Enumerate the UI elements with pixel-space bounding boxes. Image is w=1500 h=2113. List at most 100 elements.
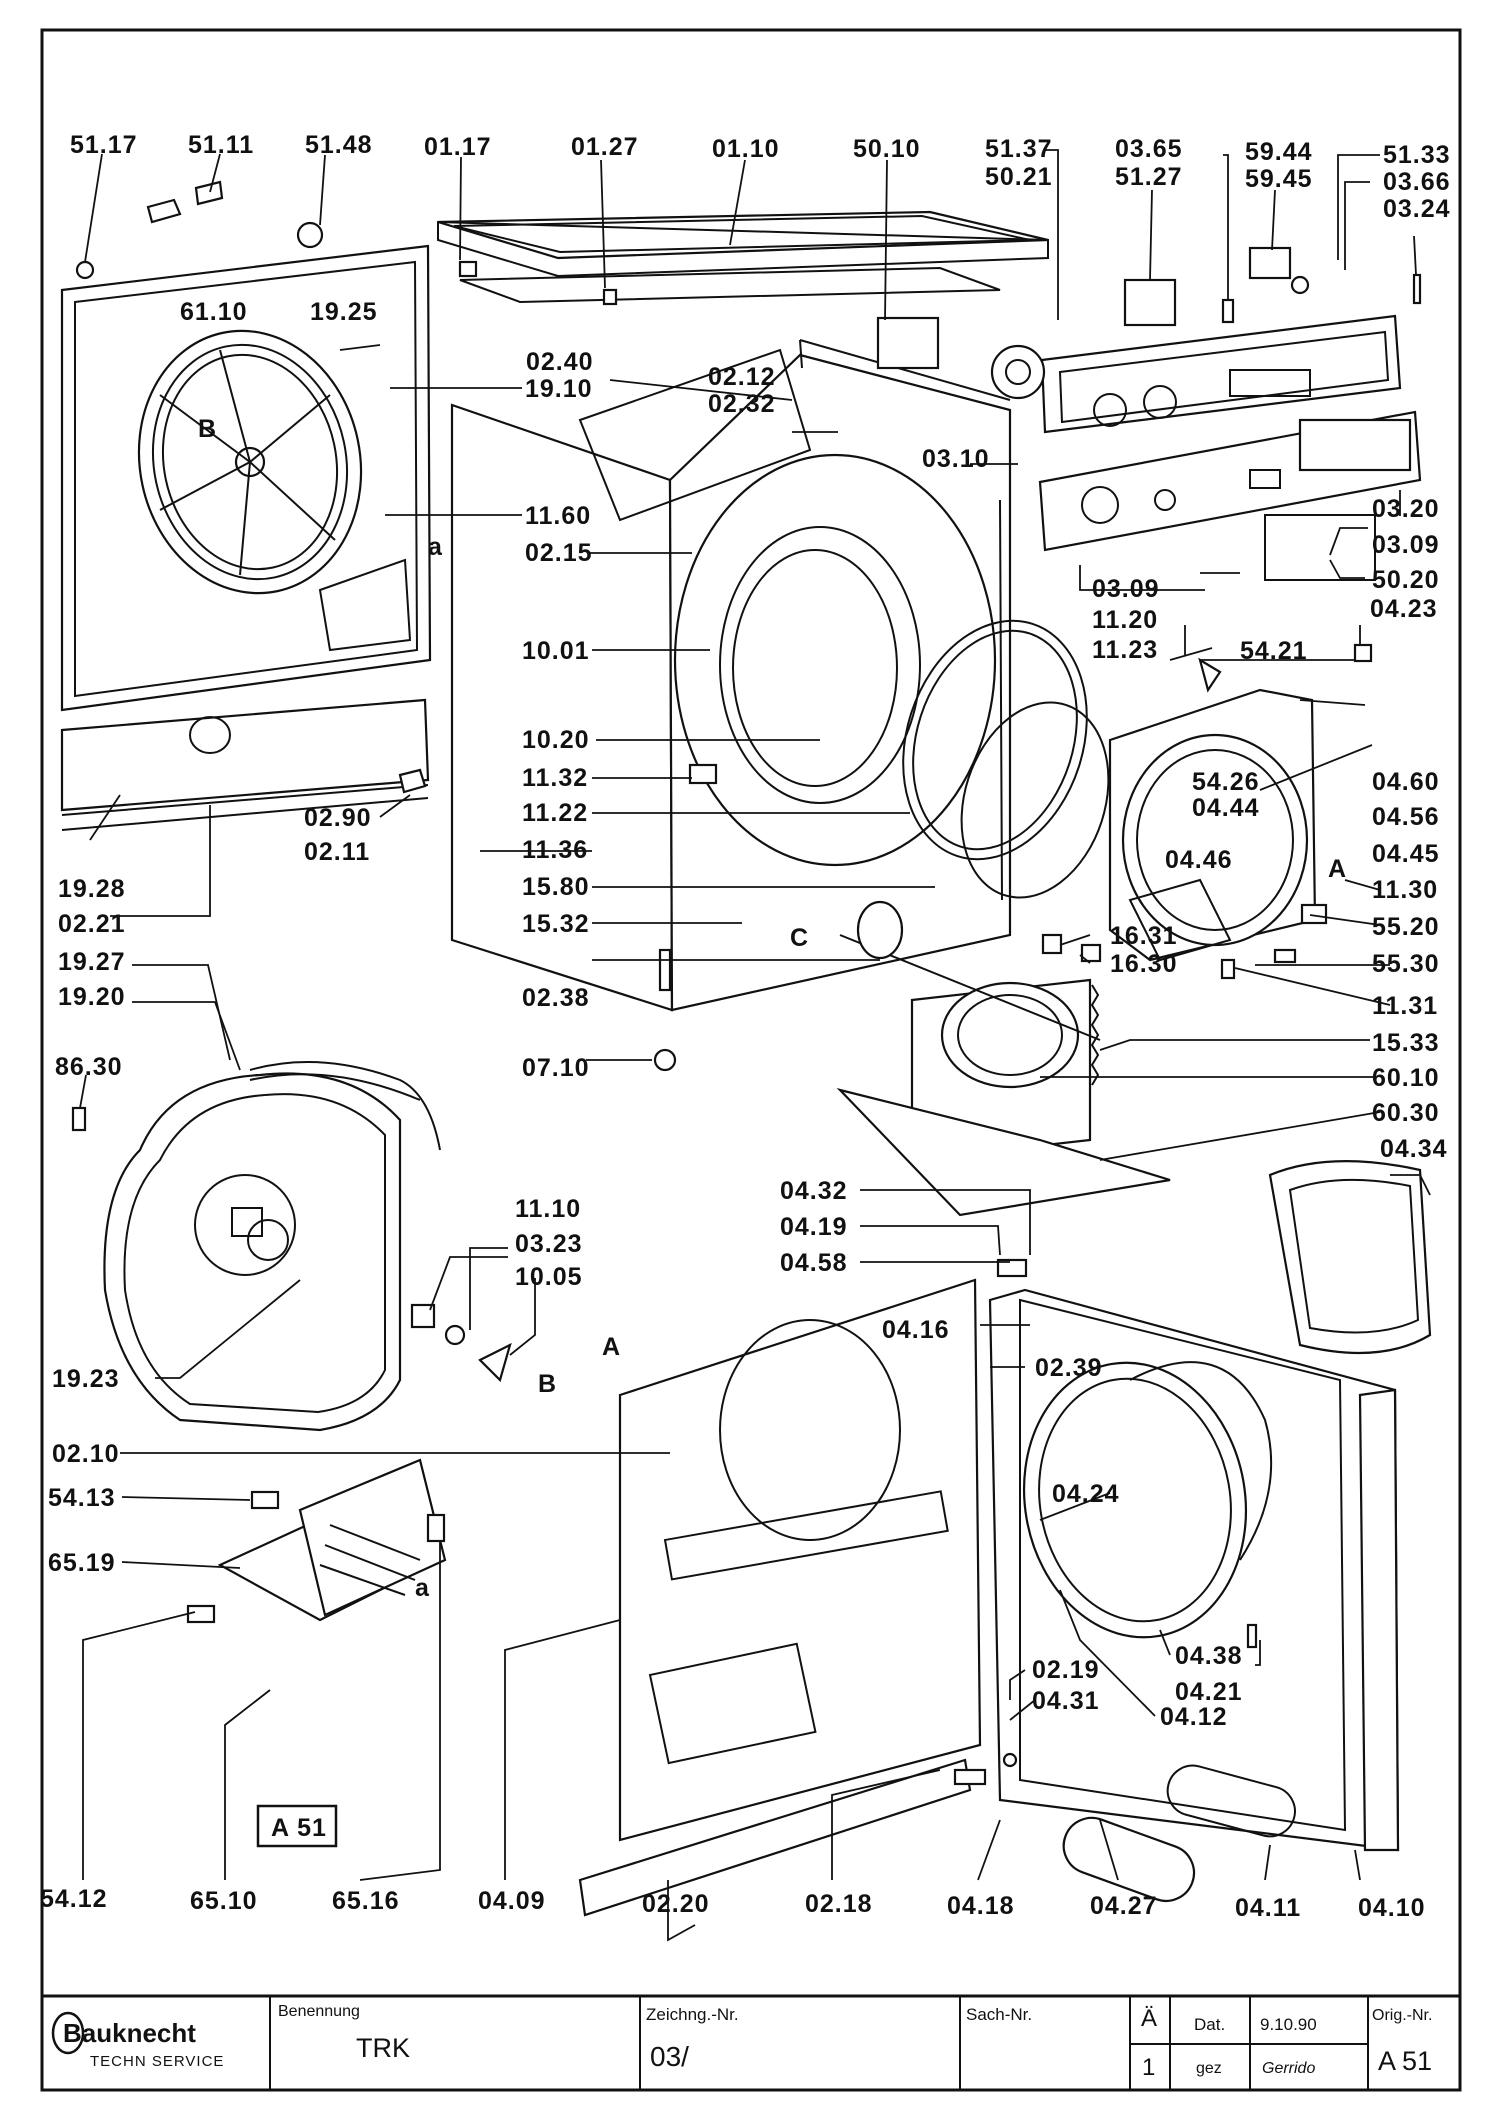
- front-panel-drawing: [578, 1278, 982, 1917]
- label-60-30: 60.30: [1372, 1099, 1440, 1127]
- sach-label: Sach-Nr.: [966, 2005, 1032, 2024]
- label-02-21: 02.21: [58, 910, 126, 938]
- ref-letter-a-panel: A: [602, 1333, 621, 1361]
- label-55-20: 55.20: [1372, 913, 1440, 941]
- brand-sub: TECHN SERVICE: [90, 2053, 224, 2070]
- label-51-48: 51.48: [305, 131, 373, 159]
- label-11-60: 11.60: [525, 502, 591, 530]
- benennung-value: TRK: [356, 2033, 410, 2063]
- label-11-23: 11.23: [1092, 636, 1158, 664]
- label-54-13: 54.13: [48, 1484, 116, 1512]
- brand-logo: Bauknecht TECHN SERVICE: [51, 2011, 224, 2070]
- label-11-10: 11.10: [515, 1195, 581, 1223]
- label-51-17: 51.17: [70, 131, 138, 159]
- sheet-code: A 51: [271, 1814, 327, 1842]
- small-parts-drawing: [71, 180, 1422, 1786]
- label-04-21: 04.21: [1175, 1678, 1243, 1706]
- label-11-22: 11.22: [522, 799, 588, 827]
- label-03-09-right: 03.09: [1372, 531, 1440, 559]
- label-11-36: 11.36: [522, 836, 588, 864]
- label-04-44: 04.44: [1192, 794, 1260, 822]
- label-04-56: 04.56: [1372, 803, 1440, 831]
- label-04-23: 04.23: [1370, 595, 1438, 623]
- a-value: 1: [1142, 2054, 1155, 2081]
- top-cover-drawing: [437, 210, 1049, 304]
- label-19-28: 19.28: [58, 875, 126, 903]
- label-86-30: 86.30: [55, 1053, 123, 1081]
- part-labels: 51.17 51.11 51.48 01.17 01.27 01.10 50.1…: [40, 131, 1451, 1922]
- label-02-10: 02.10: [52, 1440, 120, 1468]
- ref-letter-b-lower: B: [538, 1370, 557, 1398]
- label-16-30: 16.30: [1110, 950, 1178, 978]
- label-11-31: 11.31: [1372, 992, 1438, 1020]
- label-51-37: 51.37: [985, 135, 1053, 163]
- label-04-12: 04.12: [1160, 1703, 1228, 1731]
- label-03-09-mid: 03.09: [1092, 575, 1160, 603]
- title-block: Bauknecht TECHN SERVICE Benennung TRK Ze…: [40, 1994, 1462, 2092]
- label-01-17: 01.17: [424, 133, 492, 161]
- label-54-12: 54.12: [40, 1885, 108, 1913]
- label-10-20: 10.20: [522, 726, 590, 754]
- label-11-30: 11.30: [1372, 876, 1438, 904]
- label-02-15: 02.15: [525, 539, 593, 567]
- label-04-11: 04.11: [1235, 1894, 1301, 1922]
- label-61-10: 61.10: [180, 298, 248, 326]
- label-19-20: 19.20: [58, 983, 126, 1011]
- label-65-10: 65.10: [190, 1887, 258, 1915]
- label-15-32: 15.32: [522, 910, 590, 938]
- orig-label: Orig.-Nr.: [1372, 2007, 1432, 2024]
- label-19-25: 19.25: [310, 298, 378, 326]
- label-03-66: 03.66: [1383, 168, 1451, 196]
- label-51-33: 51.33: [1383, 141, 1451, 169]
- label-03-20: 03.20: [1372, 495, 1440, 523]
- label-10-01: 10.01: [522, 637, 590, 665]
- a-label: Ä: [1141, 2005, 1157, 2032]
- label-02-38: 02.38: [522, 984, 590, 1012]
- label-04-16: 04.16: [882, 1316, 950, 1344]
- label-50-10: 50.10: [853, 135, 921, 163]
- label-04-34: 04.34: [1380, 1135, 1448, 1163]
- label-11-32: 11.32: [522, 764, 588, 792]
- label-19-27: 19.27: [58, 948, 126, 976]
- label-04-31: 04.31: [1032, 1687, 1100, 1715]
- label-19-10: 19.10: [525, 375, 593, 403]
- gez-signature: Gerrido: [1262, 2060, 1315, 2077]
- label-04-58: 04.58: [780, 1249, 848, 1277]
- label-60-10: 60.10: [1372, 1064, 1440, 1092]
- label-03-23: 03.23: [515, 1230, 583, 1258]
- label-04-24: 04.24: [1052, 1480, 1120, 1508]
- zeichng-value: 03/: [650, 2041, 689, 2072]
- label-01-10: 01.10: [712, 135, 780, 163]
- label-65-16: 65.16: [332, 1887, 400, 1915]
- motor-drawing: [836, 900, 1171, 1217]
- label-02-32: 02.32: [708, 390, 776, 418]
- label-02-20: 02.20: [642, 1890, 710, 1918]
- front-frame-drawing: [988, 1288, 1400, 1903]
- label-04-32: 04.32: [780, 1177, 848, 1205]
- ref-letter-c: C: [790, 924, 809, 952]
- label-04-27: 04.27: [1090, 1892, 1158, 1920]
- label-04-38: 04.38: [1175, 1642, 1243, 1670]
- rear-panel-drawing: [60, 244, 432, 831]
- ref-letter-a-small: a: [428, 533, 443, 561]
- label-55-30: 55.30: [1372, 950, 1440, 978]
- label-11-20: 11.20: [1092, 606, 1158, 634]
- ref-letter-b: B: [198, 415, 217, 443]
- reference-letters: B a A C B A a: [198, 415, 1346, 1602]
- label-07-10: 07.10: [522, 1054, 590, 1082]
- label-50-20: 50.20: [1372, 566, 1440, 594]
- label-50-21: 50.21: [985, 163, 1053, 191]
- label-51-11: 51.11: [188, 131, 254, 159]
- label-04-45: 04.45: [1372, 840, 1440, 868]
- label-10-05: 10.05: [515, 1263, 583, 1291]
- brand-name: Bauknecht: [63, 2018, 196, 2048]
- label-16-31: 16.31: [1110, 922, 1178, 950]
- label-59-45: 59.45: [1245, 165, 1313, 193]
- side-panel-drum-drawing: [450, 339, 1012, 1012]
- label-02-90: 02.90: [304, 804, 372, 832]
- label-04-46: 04.46: [1165, 846, 1233, 874]
- heater-drawing: [217, 1458, 447, 1622]
- rear-drum-drawing: [1108, 688, 1317, 962]
- label-04-09: 04.09: [478, 1887, 546, 1915]
- label-01-27: 01.27: [571, 133, 639, 161]
